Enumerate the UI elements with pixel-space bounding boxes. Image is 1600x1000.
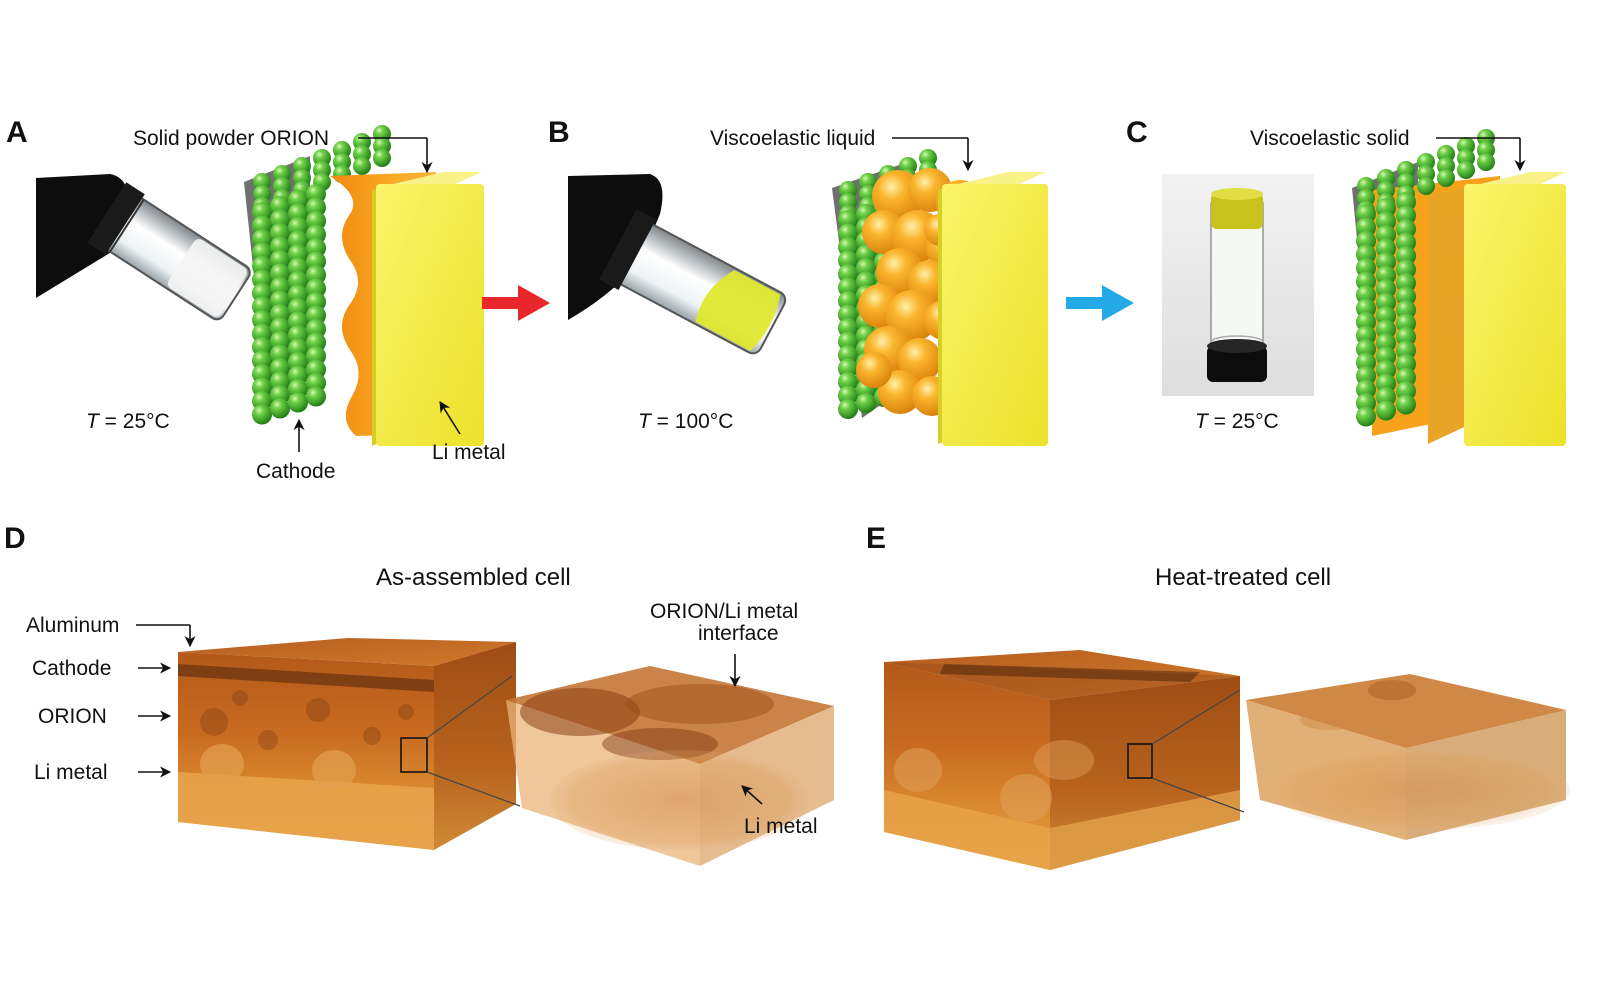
li-protrusion-e-1 xyxy=(894,748,942,792)
cathode-band-d xyxy=(178,664,434,692)
glove-a xyxy=(36,174,129,298)
cathode-particle xyxy=(1356,406,1376,427)
cathode-band-e xyxy=(884,662,1240,700)
li-protrusion-d-1 xyxy=(200,744,244,784)
title-heat-treated: Heat-treated cell xyxy=(1155,564,1331,591)
arrow-cooling xyxy=(1066,285,1134,321)
panel-d: D As-assembled cell xyxy=(4,522,834,866)
label-solid-powder-orion: Solid powder ORION xyxy=(133,127,329,150)
panel-letter-c: C xyxy=(1126,116,1148,149)
panel-letter-d: D xyxy=(4,522,26,555)
li-protrusion-e-3 xyxy=(1034,740,1094,780)
li-zoom-arrow xyxy=(741,785,763,805)
zoom-render-interface xyxy=(506,666,834,866)
label-interface-line2: interface xyxy=(698,622,779,645)
block-top-e xyxy=(884,650,1240,700)
zoom-render-heat-treated xyxy=(1246,674,1570,840)
li-protrusion-d-2 xyxy=(312,750,356,790)
zoom-line-top-d xyxy=(426,675,513,739)
cathode-particles-a xyxy=(252,125,391,425)
cathode-particles-c xyxy=(1356,129,1495,427)
cathode-particle xyxy=(856,393,876,413)
li-protrusion-e-2 xyxy=(1000,774,1052,822)
label-interface-line1: ORION/Li metal xyxy=(650,600,798,623)
label-li-metal-zoom: Li metal xyxy=(744,815,818,838)
temperature-c: T = 25°C xyxy=(1195,410,1279,433)
arrow-heating xyxy=(482,285,550,321)
temperature-a: T = 25°C xyxy=(86,410,170,433)
orion-blob xyxy=(878,370,922,414)
zoom-line-bottom-d xyxy=(426,771,521,807)
cathode-particle xyxy=(373,149,391,167)
panel-letter-b: B xyxy=(548,116,570,149)
cell-schematic-c xyxy=(1352,129,1566,446)
orion-blob xyxy=(856,352,892,388)
vial-photo-a xyxy=(36,174,251,321)
cathode-particle xyxy=(288,392,308,413)
zoom-box-e xyxy=(1127,743,1153,779)
cathode-particle xyxy=(1396,394,1416,415)
cathode-particle xyxy=(1376,400,1396,421)
block-side-d xyxy=(434,642,516,850)
orion-blob xyxy=(898,338,942,382)
label-li-metal-a: Li metal xyxy=(432,441,506,464)
orion-texture-d xyxy=(200,690,414,750)
orion-blobs-b xyxy=(856,168,984,416)
panel-a: A T = 25°C Solid powder ORION xyxy=(6,116,506,483)
cathode-particle xyxy=(306,386,326,407)
li-band-e-front xyxy=(884,790,1050,870)
panel-e: E Heat-treated cell xyxy=(866,522,1570,870)
li-metal-front-c xyxy=(1464,184,1566,446)
cell-schematic-b xyxy=(832,149,1048,446)
li-band-e-side xyxy=(1050,790,1240,870)
label-viscoelastic-solid: Viscoelastic solid xyxy=(1250,127,1410,150)
panel-c: C T = 25°C Viscoelastic solid xyxy=(1126,116,1566,446)
tomography-block-heat-treated xyxy=(884,650,1245,870)
cell-schematic-a xyxy=(244,125,484,446)
temperature-b: T = 100°C xyxy=(638,410,733,433)
panel-letter-a: A xyxy=(6,116,28,149)
vial-photo-b xyxy=(568,174,787,355)
cathode-particle xyxy=(252,404,272,425)
cathode-particle xyxy=(270,398,290,419)
panel-letter-e: E xyxy=(866,522,886,555)
title-as-assembled: As-assembled cell xyxy=(376,564,571,591)
panel-b: B T = 100°C Viscoelastic liquid xyxy=(548,116,1048,446)
zoom-line-bottom-e xyxy=(1151,777,1245,813)
label-li-metal-d: Li metal xyxy=(34,761,108,784)
vial-photo-c xyxy=(1162,174,1314,396)
tomography-block-as-assembled xyxy=(178,638,521,850)
block-top-d xyxy=(178,638,516,666)
cathode-particle xyxy=(353,157,371,175)
label-cathode-d: Cathode xyxy=(32,657,111,680)
label-orion-d: ORION xyxy=(38,705,107,728)
cathode-particle xyxy=(838,399,858,419)
cathode-particle xyxy=(1457,161,1475,179)
zoom-line-top-e xyxy=(1151,689,1241,745)
li-metal-front-a xyxy=(376,184,484,446)
li-band-d xyxy=(178,772,434,850)
cathode-grains-e xyxy=(940,664,1200,682)
li-metal-front-b xyxy=(942,184,1048,446)
li-arrow-a xyxy=(439,401,461,435)
cathode-particle xyxy=(1437,169,1455,187)
zoom-box-d xyxy=(400,737,428,773)
cathode-particle xyxy=(1417,177,1435,195)
label-cathode-a: Cathode xyxy=(256,460,335,483)
cathode-particle xyxy=(1477,153,1495,171)
label-viscoelastic-liquid: Viscoelastic liquid xyxy=(710,127,875,150)
label-aluminum: Aluminum xyxy=(26,614,119,637)
